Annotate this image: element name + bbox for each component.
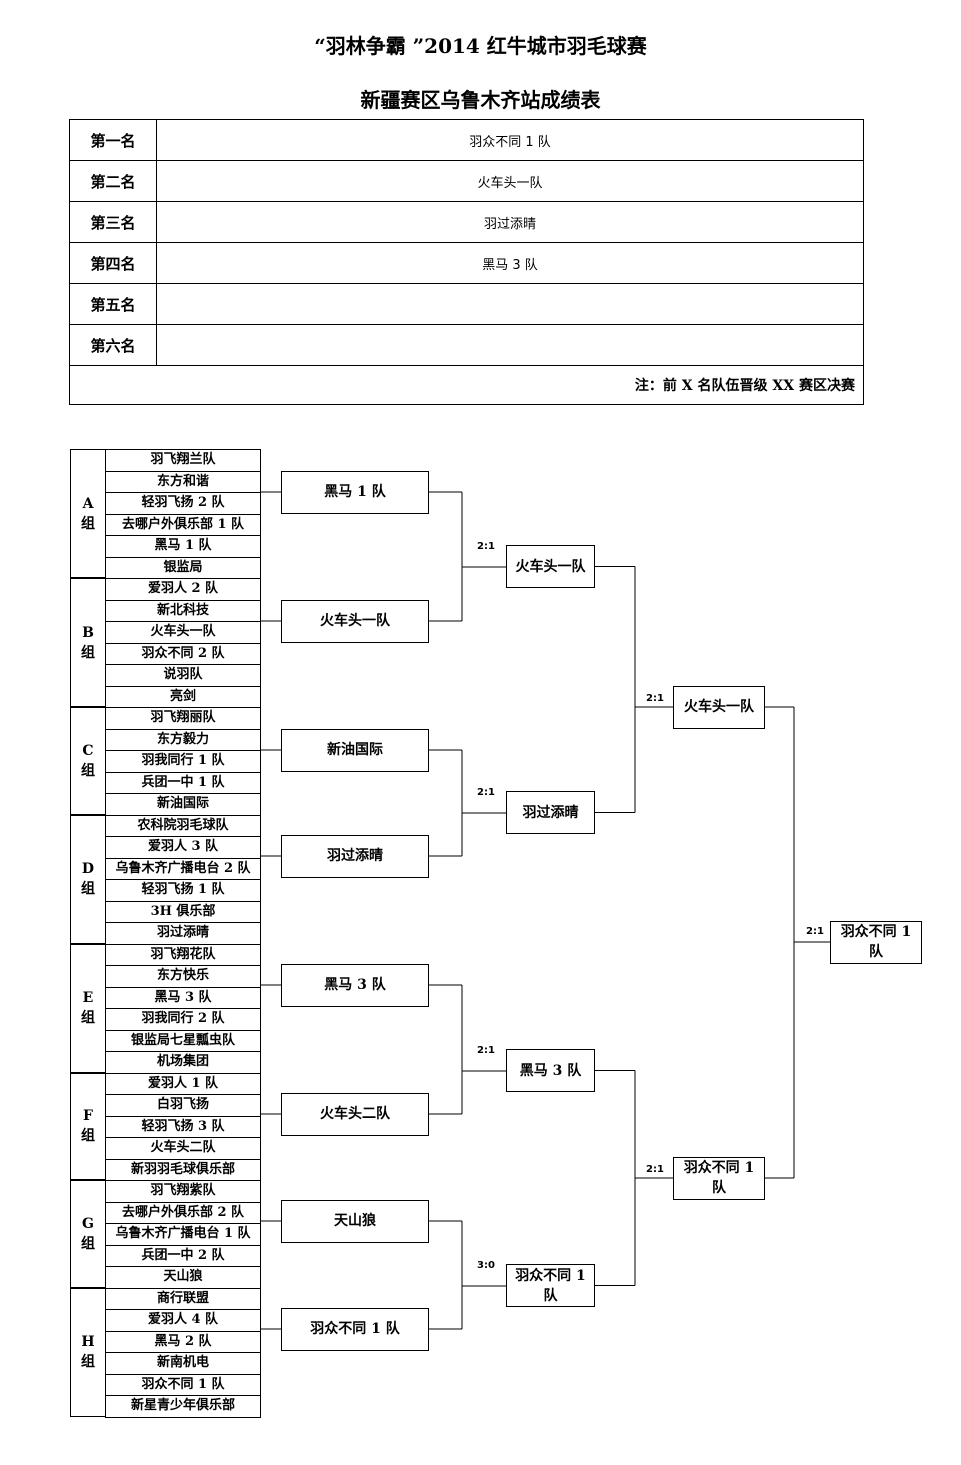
team-cell: 说羽队 [105, 664, 261, 687]
team-cell: 羽众不同 1 队 [105, 1373, 261, 1396]
team-cell: 羽我同行 2 队 [105, 1008, 261, 1031]
group-label: H 组 [70, 1287, 106, 1417]
round1-winner: 天山狼 [281, 1199, 429, 1243]
team-cell: 东方和谐 [105, 470, 261, 493]
team-cell: 去哪户外俱乐部 2 队 [105, 1201, 261, 1224]
match-score: 2:1 [646, 1164, 664, 1175]
note-row: 注：前 X 名队伍晋级 XX 赛区决赛 [69, 365, 864, 405]
round1-winner: 黑马 3 队 [281, 963, 429, 1007]
round2-winner: 火车头一队 [506, 545, 595, 588]
team-cell: 3H 俱乐部 [105, 900, 261, 923]
team-cell: 羽飞翔花队 [105, 943, 261, 966]
team-cell: 轻羽飞扬 1 队 [105, 879, 261, 902]
team-cell: 新星青少年俱乐部 [105, 1395, 261, 1418]
round1-winner: 羽过添晴 [281, 834, 429, 878]
team-cell: 去哪户外俱乐部 1 队 [105, 513, 261, 536]
group-label: D 组 [70, 814, 106, 944]
match-score: 2:1 [646, 693, 664, 704]
rank-label: 第二名 [69, 160, 157, 202]
team-cell: 兵团一中 1 队 [105, 771, 261, 794]
champion: 羽众不同 1 队 [830, 920, 922, 964]
team-cell: 黑马 3 队 [105, 986, 261, 1009]
round3-winner: 火车头一队 [673, 685, 765, 729]
round1-winner: 羽众不同 1 队 [281, 1307, 429, 1351]
team-cell: 黑马 2 队 [105, 1330, 261, 1353]
rank-team: 黑马 3 队 [156, 242, 864, 284]
team-cell: 羽飞翔兰队 [105, 449, 261, 472]
team-cell: 新油国际 [105, 793, 261, 816]
rank-label: 第五名 [69, 283, 157, 325]
match-score: 3:0 [477, 1260, 495, 1271]
team-cell: 羽过添晴 [105, 922, 261, 945]
team-cell: 兵团一中 2 队 [105, 1244, 261, 1267]
team-cell: 羽飞翔紫队 [105, 1180, 261, 1203]
team-cell: 新南机电 [105, 1352, 261, 1375]
team-cell: 银监局七星瓢虫队 [105, 1029, 261, 1052]
round1-winner: 新油国际 [281, 728, 429, 772]
match-score: 2:1 [806, 926, 824, 937]
team-cell: 天山狼 [105, 1266, 261, 1289]
page-subtitle: 新疆赛区乌鲁木齐站成绩表 [360, 88, 601, 112]
ranking-row: 第二名 火车头一队 [69, 160, 864, 202]
rank-label: 第一名 [69, 119, 157, 161]
team-cell: 新羽羽毛球俱乐部 [105, 1158, 261, 1181]
team-cell: 新北科技 [105, 599, 261, 622]
group-label: G 组 [70, 1180, 106, 1288]
qualification-note: 注：前 X 名队伍晋级 XX 赛区决赛 [69, 365, 864, 405]
rank-label: 第四名 [69, 242, 157, 284]
team-cell: 爱羽人 1 队 [105, 1072, 261, 1095]
round2-winner: 羽过添晴 [506, 791, 595, 834]
team-cell: 东方毅力 [105, 728, 261, 751]
group-label: A 组 [70, 449, 106, 578]
match-score: 2:1 [477, 1045, 495, 1056]
team-cell: 羽我同行 1 队 [105, 750, 261, 773]
team-cell: 乌鲁木齐广播电台 1 队 [105, 1223, 261, 1246]
rankings-table: 第一名 羽众不同 1 队 第二名 火车头一队 第三名 羽过添晴 第四名 黑马 3… [69, 119, 864, 405]
team-cell: 火车头二队 [105, 1137, 261, 1160]
ranking-row: 第五名 [69, 283, 864, 325]
group-label: B 组 [70, 578, 106, 707]
group-label: E 组 [70, 943, 106, 1073]
team-cell: 农科院羽毛球队 [105, 814, 261, 837]
group-label: F 组 [70, 1072, 106, 1180]
team-cell: 爱羽人 3 队 [105, 836, 261, 859]
team-cell: 爱羽人 4 队 [105, 1309, 261, 1332]
ranking-row: 第三名 羽过添晴 [69, 201, 864, 243]
team-cell: 爱羽人 2 队 [105, 578, 261, 601]
ranking-row: 第四名 黑马 3 队 [69, 242, 864, 284]
round1-winner: 黑马 1 队 [281, 470, 429, 514]
round3-winner: 羽众不同 1 队 [673, 1156, 765, 1200]
team-cell: 羽飞翔丽队 [105, 707, 261, 730]
page-title: “羽林争霸 ”2014 红牛城市羽毛球赛 [314, 34, 647, 58]
round2-winner: 黑马 3 队 [506, 1049, 595, 1092]
team-cell: 轻羽飞扬 2 队 [105, 492, 261, 515]
round1-winner: 火车头二队 [281, 1092, 429, 1136]
rank-label: 第六名 [69, 324, 157, 366]
team-cell: 机场集团 [105, 1051, 261, 1074]
team-cell: 乌鲁木齐广播电台 2 队 [105, 857, 261, 880]
team-cell: 银监局 [105, 556, 261, 579]
ranking-row: 第六名 [69, 324, 864, 366]
group-label: C 组 [70, 707, 106, 815]
match-score: 2:1 [477, 541, 495, 552]
rank-team [156, 283, 864, 325]
team-cell: 亮剑 [105, 685, 261, 708]
team-cell: 轻羽飞扬 3 队 [105, 1115, 261, 1138]
round1-winner: 火车头一队 [281, 599, 429, 643]
team-cell: 羽众不同 2 队 [105, 642, 261, 665]
team-cell: 黑马 1 队 [105, 535, 261, 558]
team-cell: 商行联盟 [105, 1287, 261, 1310]
round2-winner: 羽众不同 1 队 [506, 1264, 595, 1307]
team-cell: 东方快乐 [105, 965, 261, 988]
rank-team: 羽过添晴 [156, 201, 864, 243]
team-cell: 白羽飞扬 [105, 1094, 261, 1117]
match-score: 2:1 [477, 787, 495, 798]
team-cell: 火车头一队 [105, 621, 261, 644]
